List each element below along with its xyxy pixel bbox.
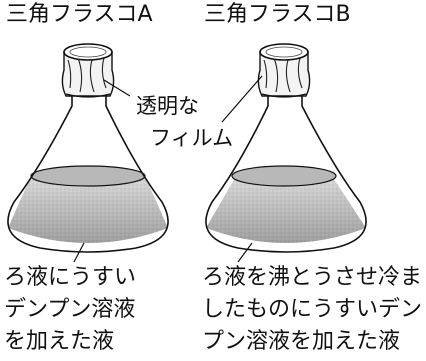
film-label-line-2: フィルム xyxy=(150,126,234,150)
flask-a-caption-line-2: デンプン溶液 xyxy=(4,297,136,322)
flask-a-mouth xyxy=(63,43,113,61)
film-leader-line-b xyxy=(221,75,263,123)
flask-b xyxy=(205,43,367,263)
film-leader-line-a xyxy=(103,79,131,97)
flask-b-caption-line-2: したものにうすいデン xyxy=(202,297,423,322)
flask-a-caption-line-3: を加えた液 xyxy=(4,329,115,354)
flask-b-caption-pointer xyxy=(237,242,253,263)
flask-b-caption-line-1: ろ液を沸とうさせ冷ま xyxy=(202,265,423,290)
flask-b-film xyxy=(257,51,311,97)
flask-a-caption-pointer xyxy=(73,242,85,263)
flask-b-caption-line-3: プン溶液を加えた液 xyxy=(202,329,401,354)
flask-a-caption-line-1: ろ液にうすい xyxy=(4,265,137,290)
flask-a-liquid-surface xyxy=(30,165,146,187)
flask-b-outline xyxy=(205,96,367,253)
film-label-line-1: 透明な xyxy=(136,94,199,118)
flask-a-outline xyxy=(7,96,169,253)
flask-a-title: 三角フラスコA xyxy=(6,2,153,27)
flask-b-liquid-surface xyxy=(231,165,337,187)
flask-a xyxy=(7,43,169,263)
flask-a-film xyxy=(61,51,115,97)
flask-b-mouth xyxy=(259,43,309,61)
flask-b-title: 三角フラスコB xyxy=(204,2,351,27)
